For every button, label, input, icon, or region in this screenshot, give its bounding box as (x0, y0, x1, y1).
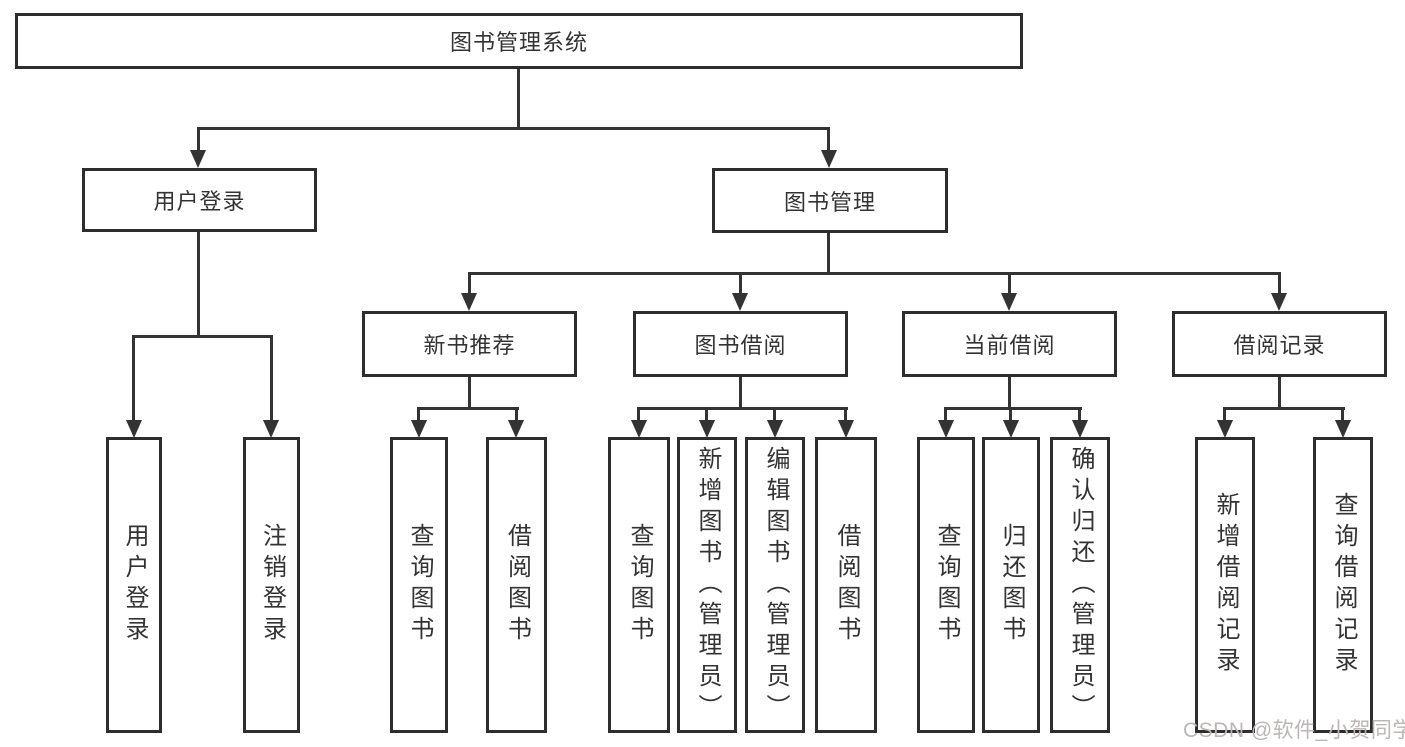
node-book-management: 图书管理 (712, 168, 948, 233)
arrowhead (631, 420, 647, 438)
connector-line (1008, 272, 1011, 298)
leaf-logout: 注销登录 (243, 437, 300, 733)
leaf-label: 确认归还（管理员） (1067, 445, 1094, 725)
connector-line (944, 407, 947, 423)
arrowhead (767, 420, 783, 438)
leaf-label: 新增借阅记录 (1212, 492, 1239, 678)
node-new-book-recommend: 新书推荐 (362, 311, 577, 377)
connector-line (739, 377, 742, 408)
arrowhead (732, 293, 748, 311)
connector-line (197, 127, 200, 155)
leaf-query-books-borrowing: 查询图书 (608, 437, 670, 733)
connector-line (1223, 407, 1226, 423)
arrowhead (508, 420, 524, 438)
leaf-label: 归还图书 (998, 523, 1025, 647)
arrowhead (1072, 420, 1088, 438)
connector-line (417, 407, 519, 410)
arrowhead (411, 420, 427, 438)
connector-line (270, 335, 273, 423)
arrowhead (1335, 420, 1351, 438)
leaf-confirm-return-admin: 确认归还（管理员） (1050, 437, 1110, 733)
connector-line (1008, 377, 1011, 408)
leaf-label: 查询图书 (933, 523, 960, 647)
connector-line (132, 335, 135, 423)
connector-line (468, 377, 471, 408)
leaf-label: 注销登录 (258, 523, 286, 647)
connector-line (468, 272, 471, 298)
leaf-query-books-recommend: 查询图书 (390, 437, 448, 733)
node-book-borrowing: 图书借阅 (633, 311, 848, 377)
leaf-label: 编辑图书（管理员） (762, 445, 789, 725)
connector-line (739, 272, 742, 298)
leaf-label: 查询借阅记录 (1330, 492, 1357, 678)
leaf-add-borrow-record: 新增借阅记录 (1195, 437, 1255, 733)
connector-line (517, 69, 520, 127)
connector-line (197, 232, 200, 335)
connector-line (844, 407, 847, 423)
connector-line (637, 407, 640, 423)
arrowhead (838, 420, 854, 438)
leaf-label: 查询图书 (406, 523, 433, 647)
node-borrowing-records: 借阅记录 (1172, 311, 1387, 377)
arrowhead (263, 420, 279, 438)
leaf-return-books: 归还图书 (982, 437, 1040, 733)
leaf-label: 用户登录 (121, 523, 148, 647)
leaf-query-borrow-record: 查询借阅记录 (1313, 437, 1373, 733)
csdn-watermark: CSDN @软件_小贺同学 (1183, 719, 1405, 742)
node-user-login: 用户登录 (82, 168, 317, 232)
leaf-borrow-books: 借阅图书 (815, 437, 877, 733)
connector-line (133, 335, 273, 338)
leaf-edit-books-admin: 编辑图书（管理员） (745, 437, 805, 733)
connector-line (197, 127, 830, 130)
arrowhead (1217, 420, 1233, 438)
connector-line (827, 127, 830, 155)
arrowhead (699, 420, 715, 438)
connector-line (1223, 407, 1345, 410)
leaf-label: 借阅图书 (833, 523, 860, 647)
node-current-borrowing: 当前借阅 (902, 311, 1117, 377)
arrowhead (1001, 293, 1017, 311)
leaf-user-login: 用户登录 (106, 437, 162, 733)
connector-line (515, 407, 518, 423)
connector-line (773, 407, 776, 423)
arrowhead (1271, 293, 1287, 311)
leaf-label: 新增图书（管理员） (694, 445, 721, 725)
arrowhead (190, 150, 206, 168)
connector-line (637, 407, 848, 410)
connector-line (944, 407, 1082, 410)
leaf-label: 借阅图书 (503, 523, 531, 647)
connector-line (468, 272, 1281, 275)
leaf-label: 查询图书 (626, 523, 653, 647)
connector-line (827, 233, 830, 272)
connector-line (705, 407, 708, 423)
arrowhead (126, 420, 142, 438)
arrowhead (461, 293, 477, 311)
connector-line (1278, 272, 1281, 298)
arrowhead (821, 150, 837, 168)
leaf-borrow-books-recommend: 借阅图书 (486, 437, 547, 733)
node-library-management-system: 图书管理系统 (15, 13, 1023, 69)
arrowhead (938, 420, 954, 438)
connector-line (1078, 407, 1081, 423)
connector-line (1278, 377, 1281, 408)
leaf-query-books-current: 查询图书 (917, 437, 975, 733)
connector-line (1341, 407, 1344, 423)
arrowhead (1003, 420, 1019, 438)
leaf-add-books-admin: 新增图书（管理员） (677, 437, 737, 733)
connector-line (1009, 407, 1012, 423)
connector-line (417, 407, 420, 423)
